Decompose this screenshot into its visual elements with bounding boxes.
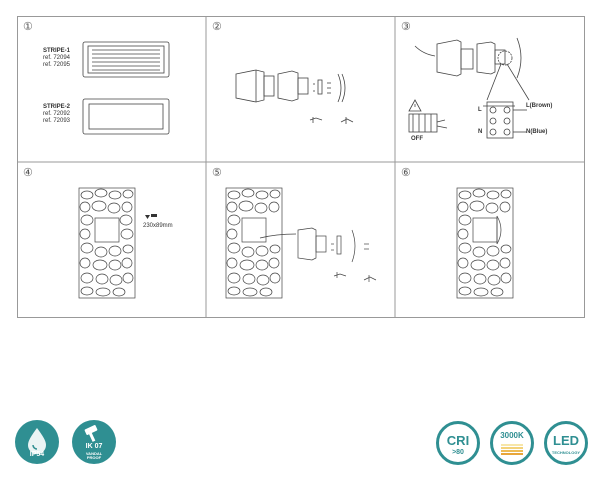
step-2-panel: ② <box>206 16 395 162</box>
wiring-diagram <box>408 37 530 139</box>
ip-rating-text: IP54 <box>29 451 45 458</box>
ik-rating-text: IK 07 <box>85 443 103 450</box>
stripe2-ref-1: ref. 72092 <box>43 111 71 117</box>
vandal-text: VANDAL <box>85 451 103 456</box>
finished-installation <box>456 187 514 299</box>
step-5-panel: ⑤ <box>206 162 395 308</box>
brown-wire-label: L(Brown) <box>526 103 553 109</box>
install-in-wall <box>225 187 377 299</box>
cri-text: CRI <box>446 433 470 448</box>
cutout-dimension: 230x89mm <box>143 223 173 229</box>
step-2-number: ② <box>212 21 222 33</box>
step-4-panel: ④ 230x89mm <box>17 162 206 308</box>
instruction-grid: ① STRIPE-1 ref. 72094 ref. 72095 STRIPE-… <box>17 16 585 318</box>
color-temperature-scale-icon <box>501 444 523 455</box>
led-technology-text: TECHNOLOGY <box>551 450 581 455</box>
live-terminal-label: L <box>478 107 482 113</box>
stone-wall-cutout <box>78 187 157 299</box>
blue-wire-label: N(Blue) <box>526 129 548 135</box>
step-6-panel: ⑥ <box>395 162 584 308</box>
stripe1-ref-2: ref. 72095 <box>43 62 71 68</box>
step-1-number: ① <box>23 21 33 33</box>
color-temperature-badge: 3000K <box>490 421 534 465</box>
cri-badge: CRI >80 <box>436 421 480 465</box>
stripe-drawings <box>82 41 170 135</box>
cri-value-text: >80 <box>452 449 464 456</box>
ik07-badge: IK 07 VANDAL PROOF <box>72 420 116 464</box>
assembly-exploded-view <box>235 69 354 124</box>
led-badge: LED TECHNOLOGY <box>544 421 588 465</box>
step-6-number: ⑥ <box>401 167 411 179</box>
neutral-terminal-label: N <box>478 129 483 135</box>
grid-lines <box>17 16 585 318</box>
step-5-number: ⑤ <box>212 167 222 179</box>
cct-text: 3000K <box>500 431 524 440</box>
step-3-panel: ③ <box>395 16 584 162</box>
hammer-icon <box>84 425 98 442</box>
stripe1-title: STRIPE-1 <box>43 48 71 54</box>
proof-text: PROOF <box>86 455 102 460</box>
stripe1-ref-1: ref. 72094 <box>43 55 71 61</box>
step-3-number: ③ <box>401 21 411 33</box>
ip54-badge: IP54 <box>15 420 59 464</box>
led-text: LED <box>553 433 579 448</box>
step-4-number: ④ <box>23 167 33 179</box>
stripe2-ref-2: ref. 72093 <box>43 118 71 124</box>
stripe2-title: STRIPE-2 <box>43 104 71 110</box>
water-drop-icon <box>28 428 46 454</box>
off-label: OFF <box>411 136 423 142</box>
step-1-panel: ① STRIPE-1 ref. 72094 ref. 72095 STRIPE-… <box>17 16 206 162</box>
